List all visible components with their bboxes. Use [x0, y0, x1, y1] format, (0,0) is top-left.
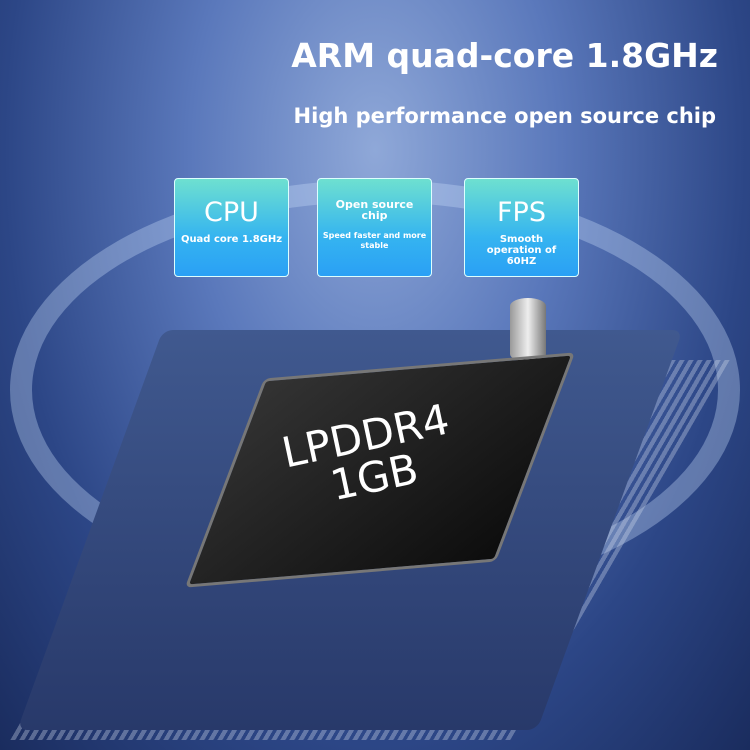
subheadline: High performance open source chip: [293, 104, 716, 128]
card-cpu: CPU Quad core 1.8GHz: [174, 178, 289, 277]
card-desc: Quad core 1.8GHz: [180, 234, 283, 245]
standoff: [510, 298, 546, 362]
card-title: FPS: [497, 197, 546, 228]
card-title: CPU: [204, 197, 259, 228]
card-open-source: Open source chip Speed faster and more s…: [317, 178, 432, 277]
card-desc: Speed faster and more stable: [322, 231, 427, 250]
headline: ARM quad-core 1.8GHz: [291, 36, 718, 75]
card-title: Open source chip: [335, 198, 414, 222]
card-fps: FPS Smooth operation of 60HZ: [464, 178, 579, 277]
card-desc: Smooth operation of 60HZ: [486, 234, 557, 267]
